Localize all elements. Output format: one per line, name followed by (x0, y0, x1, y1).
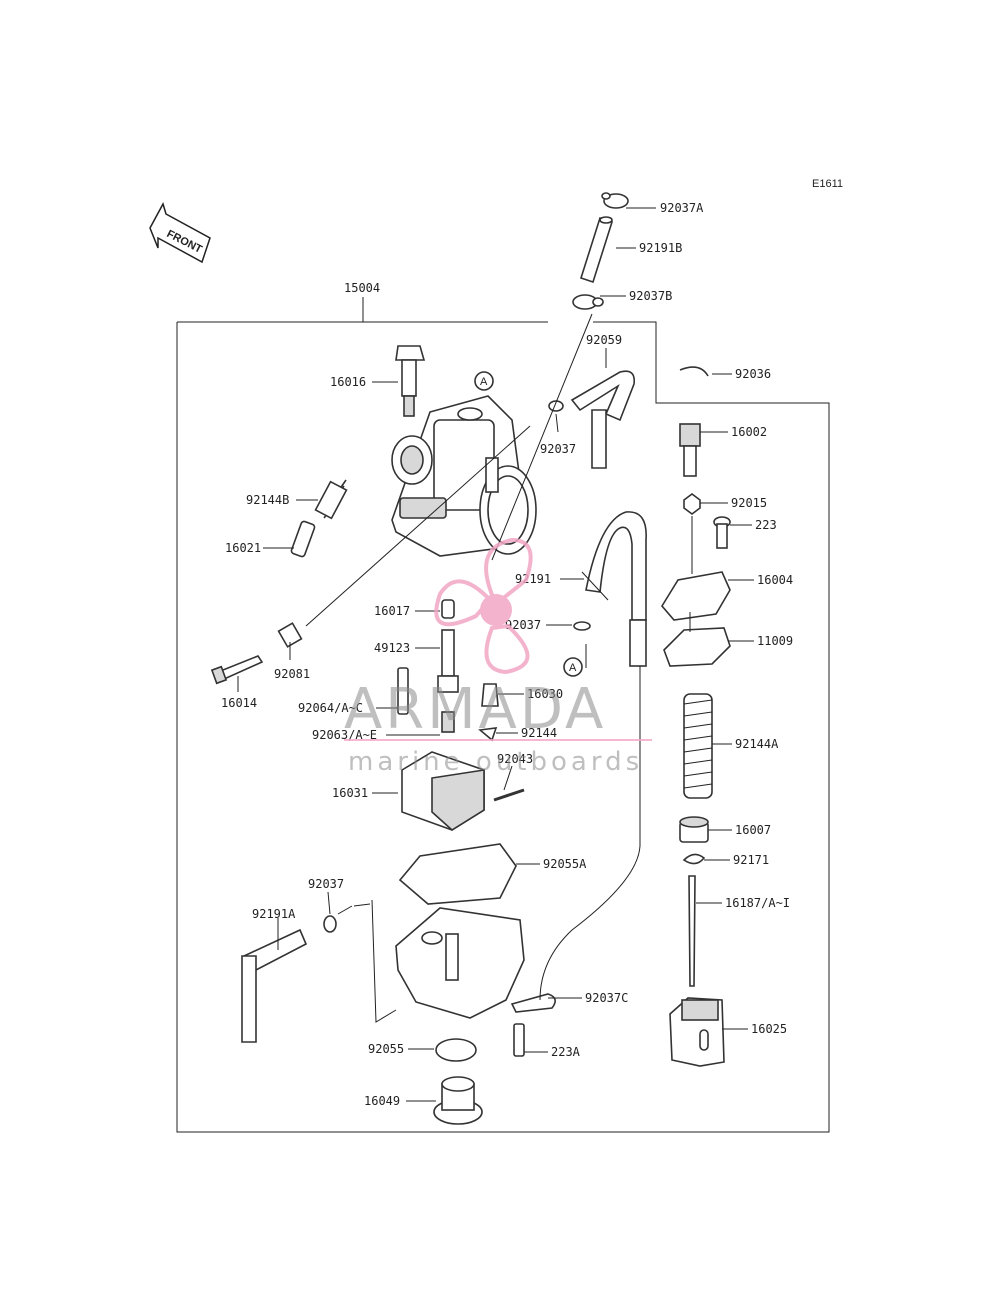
callout-label: 11009 (757, 634, 793, 648)
callout-label: 92036 (735, 367, 771, 381)
jet-16017 (441, 599, 455, 619)
callout-label: 92037 (308, 877, 344, 891)
adjuster-16002 (679, 423, 701, 477)
callout-label: 92055A (543, 857, 587, 871)
clamp-92037-lower (323, 915, 337, 933)
callout-label: 92144 (521, 726, 557, 740)
gasket-11009 (663, 627, 731, 667)
part-16030 (481, 683, 499, 707)
watermark-tagline: marine outboards (348, 747, 643, 777)
callout-label: 92059 (586, 333, 622, 347)
callout-label: 92037C (585, 991, 628, 1005)
spring-92144b (314, 479, 348, 520)
throttle-valve-16025 (669, 997, 725, 1067)
callout-label: 92055 (368, 1042, 404, 1056)
clip-92036 (679, 366, 709, 377)
svg-text:A: A (569, 662, 577, 674)
callout-label: 92081 (274, 667, 310, 681)
callout-label: 92144B (246, 493, 289, 507)
nut-92015 (683, 493, 701, 515)
spring-92081 (277, 622, 303, 648)
callout-label: 223 (755, 518, 777, 532)
gasket-92055a (398, 843, 517, 905)
leader-lines (237, 207, 754, 1102)
callout-label: 92037 (505, 618, 541, 632)
watermark: ARMADA marine outboards (344, 537, 652, 777)
plug-16049 (433, 1076, 483, 1125)
assembly-lines (305, 425, 693, 1023)
connection-lines (491, 313, 641, 1001)
hose-92059 (570, 370, 636, 469)
screw-223a (513, 1023, 525, 1057)
callout-label: 16016 (330, 375, 366, 389)
callout-label: 16049 (364, 1094, 400, 1108)
svg-text:A: A (480, 376, 488, 388)
callout-label: 16187/A~I (725, 896, 790, 910)
callout-label: 92037 (540, 442, 576, 456)
callout-label: 92064/A~C (298, 701, 363, 715)
reference-mark-a-lower: A (563, 657, 583, 677)
clip-92171 (682, 853, 706, 865)
callout-label: 16007 (735, 823, 771, 837)
callout-label: 16014 (221, 696, 257, 710)
propeller-logo-icon (434, 537, 533, 675)
hose-92191b (579, 216, 614, 284)
callout-label: 92191A (252, 907, 296, 921)
callout-label: 92063/A~E (312, 728, 377, 742)
screw-16014 (210, 655, 264, 685)
callout-label: 92043 (497, 752, 533, 766)
callout-label: 223A (551, 1045, 581, 1059)
float-bowl (395, 907, 525, 1019)
callout-label: 92191B (639, 241, 682, 255)
main-jet-92063 (441, 711, 455, 733)
screw-16016 (395, 345, 426, 417)
retainer-16007 (679, 816, 709, 843)
callout-label: 92037B (629, 289, 672, 303)
o-ring-92055 (435, 1038, 477, 1062)
diagram-ref-code: E1611 (812, 178, 843, 190)
clamp-92037-upper (548, 400, 564, 412)
pin-92043 (493, 788, 525, 802)
callout-label: 16002 (731, 425, 767, 439)
spring-92144a (683, 693, 713, 799)
front-arrow-icon: FRONT (149, 202, 211, 264)
needle-jet-49123 (437, 629, 459, 693)
callout-label: 49123 (374, 641, 410, 655)
pilot-92064 (397, 667, 409, 715)
callout-label: 16031 (332, 786, 368, 800)
carburetor-body (391, 395, 537, 557)
clamp-92037b (572, 294, 604, 310)
cap-16004 (661, 571, 731, 621)
clamp-92037-middle (573, 621, 591, 631)
callout-label: 16017 (374, 604, 410, 618)
callout-label: 92171 (733, 853, 769, 867)
callout-label: 16021 (225, 541, 261, 555)
callout-label: 16004 (757, 573, 793, 587)
reference-mark-a-upper: A (474, 371, 494, 391)
hose-92191 (585, 511, 647, 667)
clamp-92037c (510, 993, 556, 1013)
callout-label: 16025 (751, 1022, 787, 1036)
callout-label: 92144A (735, 737, 779, 751)
needle-16187 (688, 875, 696, 987)
hose-92191a (241, 928, 308, 1043)
callout-label: 92015 (731, 496, 767, 510)
callout-label: 92037A (660, 201, 704, 215)
watermark-brand: ARMADA (344, 677, 606, 742)
clamp-92037a (601, 192, 629, 209)
float-16031 (401, 751, 485, 831)
callout-label: 16030 (527, 687, 563, 701)
assembly-bracket (176, 297, 830, 1133)
assembly-label: 15004 (344, 281, 380, 295)
spring-92144 (478, 727, 498, 742)
screw-16021 (290, 520, 316, 558)
screw-223 (713, 516, 731, 549)
